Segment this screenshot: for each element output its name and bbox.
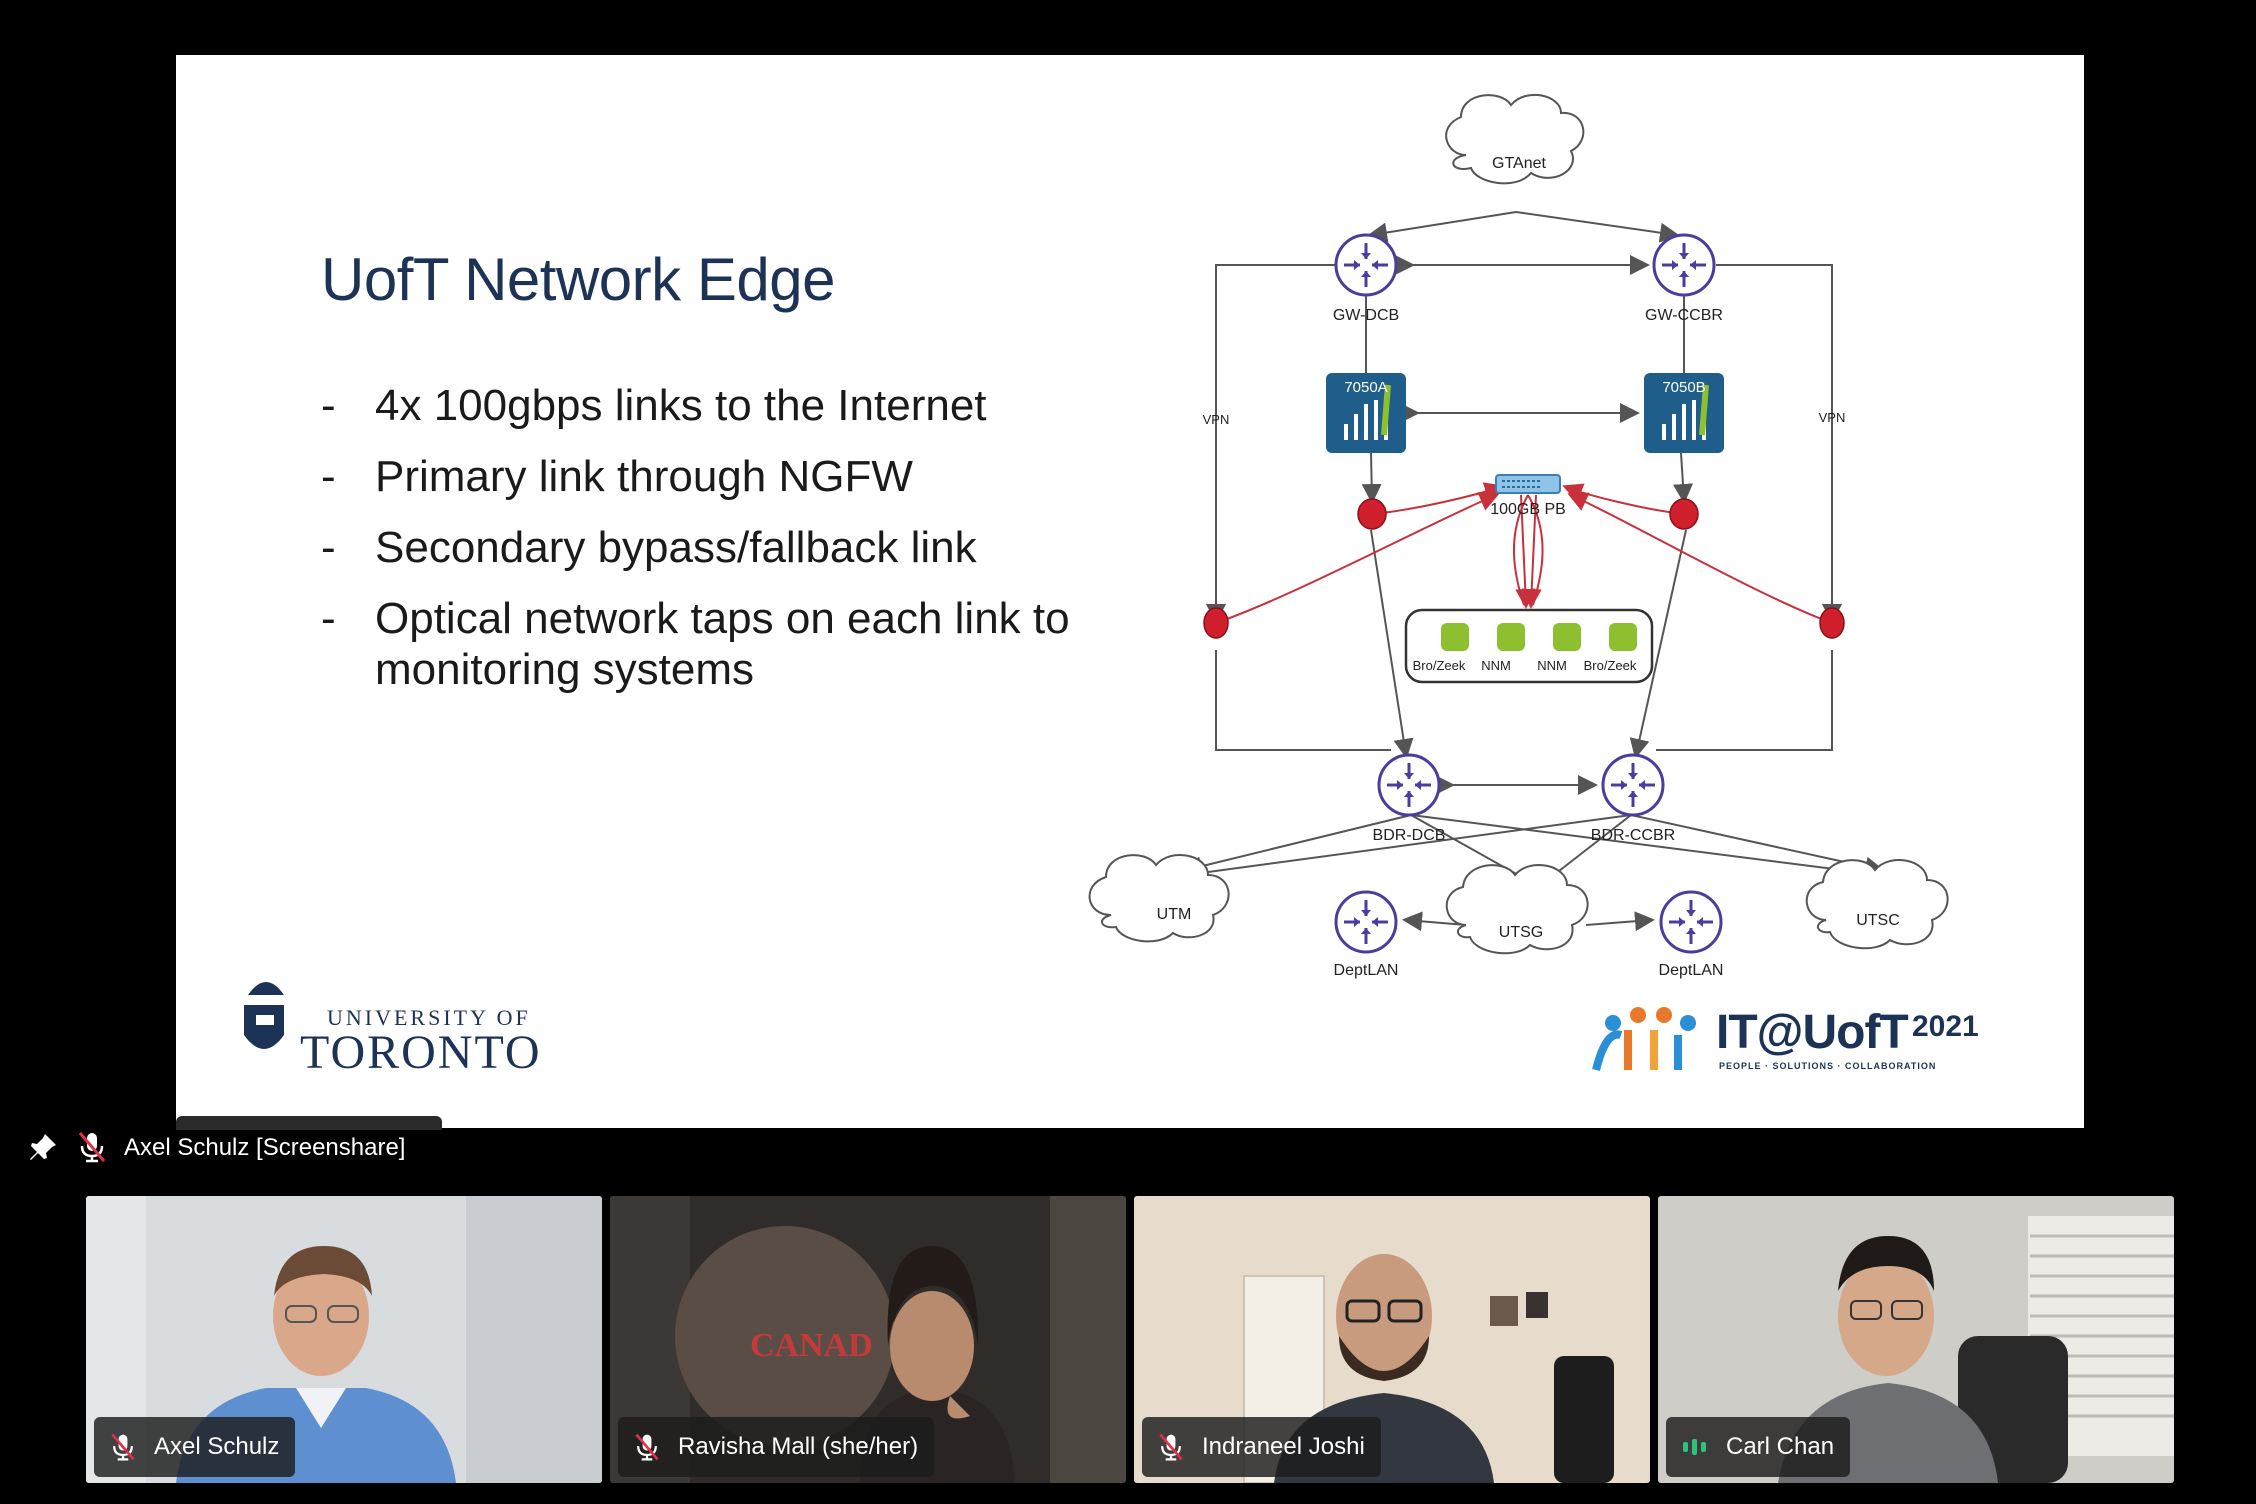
bullet-marker: - [321,381,336,430]
mic-off-icon [1159,1433,1183,1461]
firewall-icon [1326,373,1406,453]
participant-tile[interactable]: CANAD Ravisha Mall (she/her) [610,1196,1126,1483]
participant-nameplate: Carl Chan [1666,1417,1851,1477]
svg-text:CANAD: CANAD [750,1327,873,1364]
router-icon [1334,890,1398,954]
firewall-label: 7050A [1344,379,1387,396]
bullet-text: Primary link through NGFW [375,452,913,501]
bullet-item: -Optical network taps on each link to mo… [321,593,1135,695]
router-label-bdr-dcb: BDR-DCB [1373,827,1446,844]
monitor-label: Bro/Zeek [1584,658,1637,673]
cloud-label-gtanet: GTAnet [1492,155,1547,172]
bullet-marker: - [321,452,336,501]
presentation-slide: UofT Network Edge -4x 100gbps links to t… [176,55,2084,1128]
slide-title: UofT Network Edge [321,246,835,313]
monitor-label: NNM [1481,658,1511,673]
router-icon [1334,233,1398,297]
participant-name: Axel Schulz [154,1433,280,1460]
speaking-indicator-icon [1683,1439,1706,1455]
bullet-marker: - [321,523,336,572]
participant-nameplate: Axel Schulz [94,1417,296,1477]
screenshare-stage: UofT Network Edge -4x 100gbps links to t… [176,55,2084,1130]
presenter-label: Axel Schulz [Screenshare] [124,1134,406,1161]
video-feed: CANAD [610,1196,1126,1483]
participant-tile[interactable]: Indraneel Joshi [1134,1196,1650,1483]
bullet-item: -Secondary bypass/fallback link [321,522,1135,573]
mic-off-icon [78,1132,106,1163]
cloud-label-utm: UTM [1157,906,1192,923]
router-icon [1601,753,1665,817]
participant-name: Ravisha Mall (she/her) [678,1433,919,1460]
slide-bullets: -4x 100gbps links to the Internet -Prima… [321,380,1135,715]
participant-nameplate: Indraneel Joshi [1142,1417,1381,1477]
mic-off-icon [111,1433,135,1461]
mic-off-icon [635,1433,659,1461]
bullet-item: -4x 100gbps links to the Internet [321,380,1135,431]
router-label-gw-dcb: GW-DCB [1333,307,1399,324]
vpn-label: VPN [1203,412,1230,427]
participant-tile[interactable]: Carl Chan [1658,1196,2174,1483]
slide-window-tab [176,1116,442,1130]
firewall-label: 7050B [1662,379,1705,396]
cloud-label-utsc: UTSC [1856,912,1900,929]
participant-name: Carl Chan [1726,1433,1835,1460]
monitor-label: Bro/Zeek [1413,658,1466,673]
bullet-text: Optical network taps on each link to mon… [375,594,1070,694]
it-uoft-logo-tagline: PEOPLE · SOLUTIONS · COLLABORATION [1719,1061,1937,1071]
router-icon [1652,233,1716,297]
network-diagram: GTAnet UTM UTSG UTSC GW-DCB GW-CCBR BDR-… [244,94,1949,1071]
bullet-item: -Primary link through NGFW [321,451,1135,502]
it-uoft-logo-year: 2021 [1912,1010,1979,1043]
packet-broker-label: 100GB PB [1490,501,1566,518]
participant-tile[interactable]: Axel Schulz [86,1196,602,1483]
pin-icon[interactable] [26,1130,60,1164]
optical-tap-icon [1203,498,1845,639]
participant-name: Indraneel Joshi [1202,1433,1365,1460]
firewall-icon [1644,373,1724,453]
participant-nameplate: Ravisha Mall (she/her) [618,1417,935,1477]
router-label-gw-ccbr: GW-CCBR [1645,307,1723,324]
bullet-marker: - [321,594,336,643]
router-label-bdr-ccbr: BDR-CCBR [1591,827,1675,844]
router-icon [1377,753,1441,817]
monitor-label: NNM [1537,658,1567,673]
bullet-text: 4x 100gbps links to the Internet [375,381,987,430]
uoft-crest-icon [244,982,284,1049]
cloud-label-utsg: UTSG [1499,924,1543,941]
vpn-label: VPN [1819,410,1846,425]
it-uoft-people-icon [1592,1007,1696,1071]
bullet-text: Secondary bypass/fallback link [375,523,977,572]
router-label-deptlan: DeptLAN [1334,962,1399,979]
uoft-logo-line1: UNIVERSITY OF [327,1005,531,1030]
uoft-logo-line2: TORONTO [300,1026,542,1079]
monitor-icon [1441,623,1637,651]
router-icon [1659,890,1723,954]
packet-broker-icon [1495,474,1561,494]
router-label-deptlan: DeptLAN [1659,962,1724,979]
it-uoft-logo-text: IT@UofT [1716,1006,1909,1059]
